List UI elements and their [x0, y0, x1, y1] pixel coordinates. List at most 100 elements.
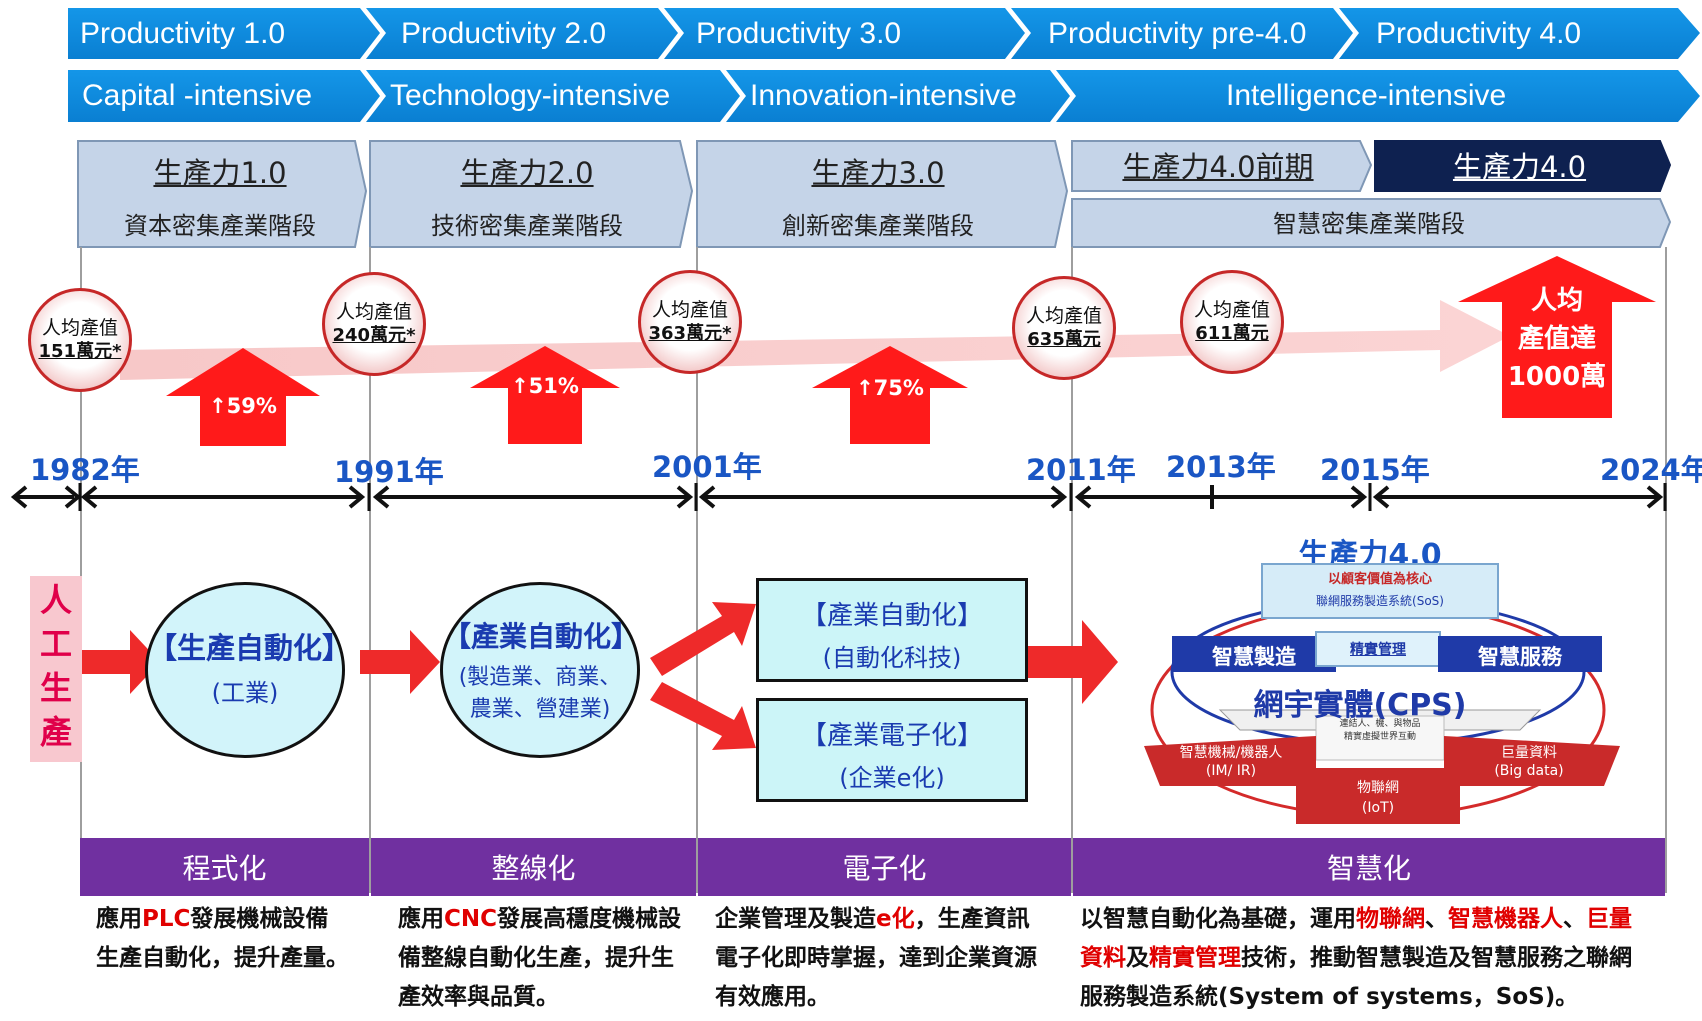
bubble-1982: 人均產值 151萬元*	[28, 288, 132, 392]
guide-line-2001	[696, 247, 698, 893]
stage-1-title: 生產力1.0	[153, 156, 287, 190]
desc4-c: 、	[1425, 906, 1448, 932]
description-2: 應用CNC發展高穩度機械設 備整線自動化生產，提升生 產效率與品質。	[398, 900, 694, 1017]
circle2-title: 【產業自動化】	[443, 620, 640, 653]
desc2-d: 備整線自動化生產，提升生	[398, 945, 674, 971]
desc2-c: 發展高穩度機械設	[497, 906, 682, 932]
phase-label-3: Productivity 3.0	[696, 16, 902, 50]
guide-line-1991	[369, 247, 371, 893]
description-1: 應用PLC發展機械設備 生產自動化，提升產量。	[96, 900, 366, 978]
bubble-1991: 人均產值 240萬元*	[322, 272, 426, 376]
phase-label-1: Productivity 1.0	[80, 16, 286, 50]
growth-label-3: ↑75%	[856, 376, 924, 400]
guide-line-2011	[1071, 247, 1073, 893]
stage-5-title: 生產力4.0	[1452, 150, 1587, 184]
cps-cyber-physical: 網宇實體(CPS)	[1253, 688, 1467, 723]
phase-label-2: Productivity 2.0	[401, 16, 607, 50]
cps-core-1: 以顧客價值為核心	[1327, 572, 1432, 587]
desc1-c: 發展機械設備	[190, 906, 329, 932]
stage-boxes	[77, 140, 1672, 248]
cps-bl-1: 智慧機械/機器人	[1179, 745, 1283, 761]
intensity-label-4: Intelligence-intensive	[1226, 79, 1507, 112]
year-1982: 1982年	[30, 453, 140, 487]
box-ecom-title: 【產業電子化】	[800, 721, 983, 751]
desc1-plc: PLC	[142, 906, 191, 932]
flow-arrow-1	[82, 630, 160, 694]
stage-3-title: 生產力3.0	[811, 156, 945, 190]
intensity-label-2: Technology-intensive	[390, 79, 671, 112]
bubble-5-label: 人均產值	[1193, 298, 1270, 321]
desc4-a: 以智慧自動化為基礎，運用	[1080, 906, 1356, 932]
manual-char-2: 工	[39, 625, 72, 663]
intensity-label-1: Capital -intensive	[82, 79, 313, 112]
desc4-k: 服務製造系統(System of systems，SoS)。	[1080, 984, 1579, 1010]
desc3-d: 電子化即時掌握，達到企業資源	[715, 945, 1037, 971]
target-text: 人均 產值達 1000萬	[1502, 282, 1612, 396]
desc3-e2: 有效應用。	[715, 984, 830, 1010]
cps-hub-2: 精實虛擬世界互動	[1343, 732, 1416, 742]
chevron-p2	[366, 8, 678, 59]
box-auto-sub: (自動化科技)	[822, 644, 962, 672]
desc1-d: 生產自動化，提升產量。	[96, 945, 349, 971]
stage-2: 生產力2.0 技術密集產業階段	[372, 138, 682, 241]
circle1-title: 【生產自動化】	[148, 631, 352, 665]
desc4-data: 資料	[1080, 945, 1126, 971]
intensity-label-3: Innovation-intensive	[750, 79, 1017, 112]
desc4-j: 技術，推動智慧製造及智慧服務之聯網	[1241, 945, 1632, 971]
stage-3-sub: 創新密集產業階段	[782, 212, 974, 240]
flow-arrow-2	[360, 630, 440, 694]
growth-label-2: ↑51%	[511, 374, 579, 398]
year-2013: 2013年	[1166, 450, 1276, 484]
timeline	[10, 483, 1667, 511]
bubble-2001: 人均產值 363萬元*	[638, 270, 742, 374]
category-programming: 程式化	[80, 838, 369, 896]
desc4-big: 巨量	[1586, 906, 1632, 932]
chevron-p4	[1011, 8, 1353, 59]
bubble-1-value: 151萬元*	[38, 340, 122, 362]
cps-big-data: 巨量資料 (Big data)	[1444, 744, 1614, 780]
flow-arrow-up	[650, 602, 756, 676]
box-auto-title: 【產業自動化】	[800, 601, 983, 631]
phase-label-5: Productivity 4.0	[1376, 16, 1582, 50]
chevron-p1	[68, 8, 380, 59]
cps-core-2: 聯網服務製造系統(SoS)	[1316, 594, 1444, 608]
cps-smart-service: 智慧服務	[1478, 645, 1562, 669]
box-industry-ecom: 【產業電子化】 (企業e化)	[756, 698, 1028, 802]
growth-arrow-2	[470, 346, 620, 388]
growth-label-1: ↑59%	[209, 394, 277, 418]
stage-1-sub: 資本密集產業階段	[124, 212, 316, 240]
trend-graphics	[120, 256, 1656, 446]
guide-line-1982	[80, 247, 82, 893]
stage-4-sub: 智慧密集產業階段	[1273, 210, 1465, 238]
desc4-h: 及	[1126, 945, 1149, 971]
year-2011: 2011年	[1026, 453, 1136, 487]
year-2024: 2024年	[1600, 453, 1702, 487]
bubble-5-value: 611萬元	[1195, 322, 1269, 344]
category-electronic: 電子化	[698, 838, 1071, 896]
year-2015: 2015年	[1320, 453, 1430, 487]
guide-line-2024	[1665, 247, 1667, 893]
manual-char-4: 產	[39, 713, 72, 751]
manual-char-1: 人	[39, 581, 72, 619]
desc3-a: 企業管理及製造	[715, 906, 876, 932]
cps-hub-1: 連結人、機、與物品	[1339, 719, 1421, 729]
stage-2-title: 生產力2.0	[460, 156, 594, 190]
circle2-line1: (製造業、商業、	[458, 665, 622, 690]
box-industry-automation: 【產業自動化】 (自動化科技)	[756, 578, 1028, 682]
cps-br-1: 巨量資料	[1501, 745, 1557, 761]
cps-bc-2: (IoT)	[1361, 800, 1395, 816]
bubble-1-label: 人均產值	[41, 316, 118, 339]
cps-br-2: (Big data)	[1494, 763, 1564, 779]
stage-3: 生產力3.0 創新密集產業階段	[699, 138, 1057, 241]
target-line-3: 1000萬	[1507, 362, 1607, 392]
target-line-1: 人均	[1530, 286, 1583, 316]
chevron-i4	[1056, 70, 1700, 122]
chevron-i2	[366, 70, 740, 122]
chevron-p3	[664, 8, 1025, 59]
desc2-e: 產效率與品質。	[398, 984, 559, 1010]
cps-smart-manufacturing: 智慧製造	[1212, 645, 1296, 669]
desc4-robot: 智慧機器人	[1448, 906, 1563, 932]
flow-arrows	[82, 602, 1118, 750]
growth-arrow-3	[812, 346, 968, 388]
flow-arrow-4	[1018, 620, 1118, 704]
